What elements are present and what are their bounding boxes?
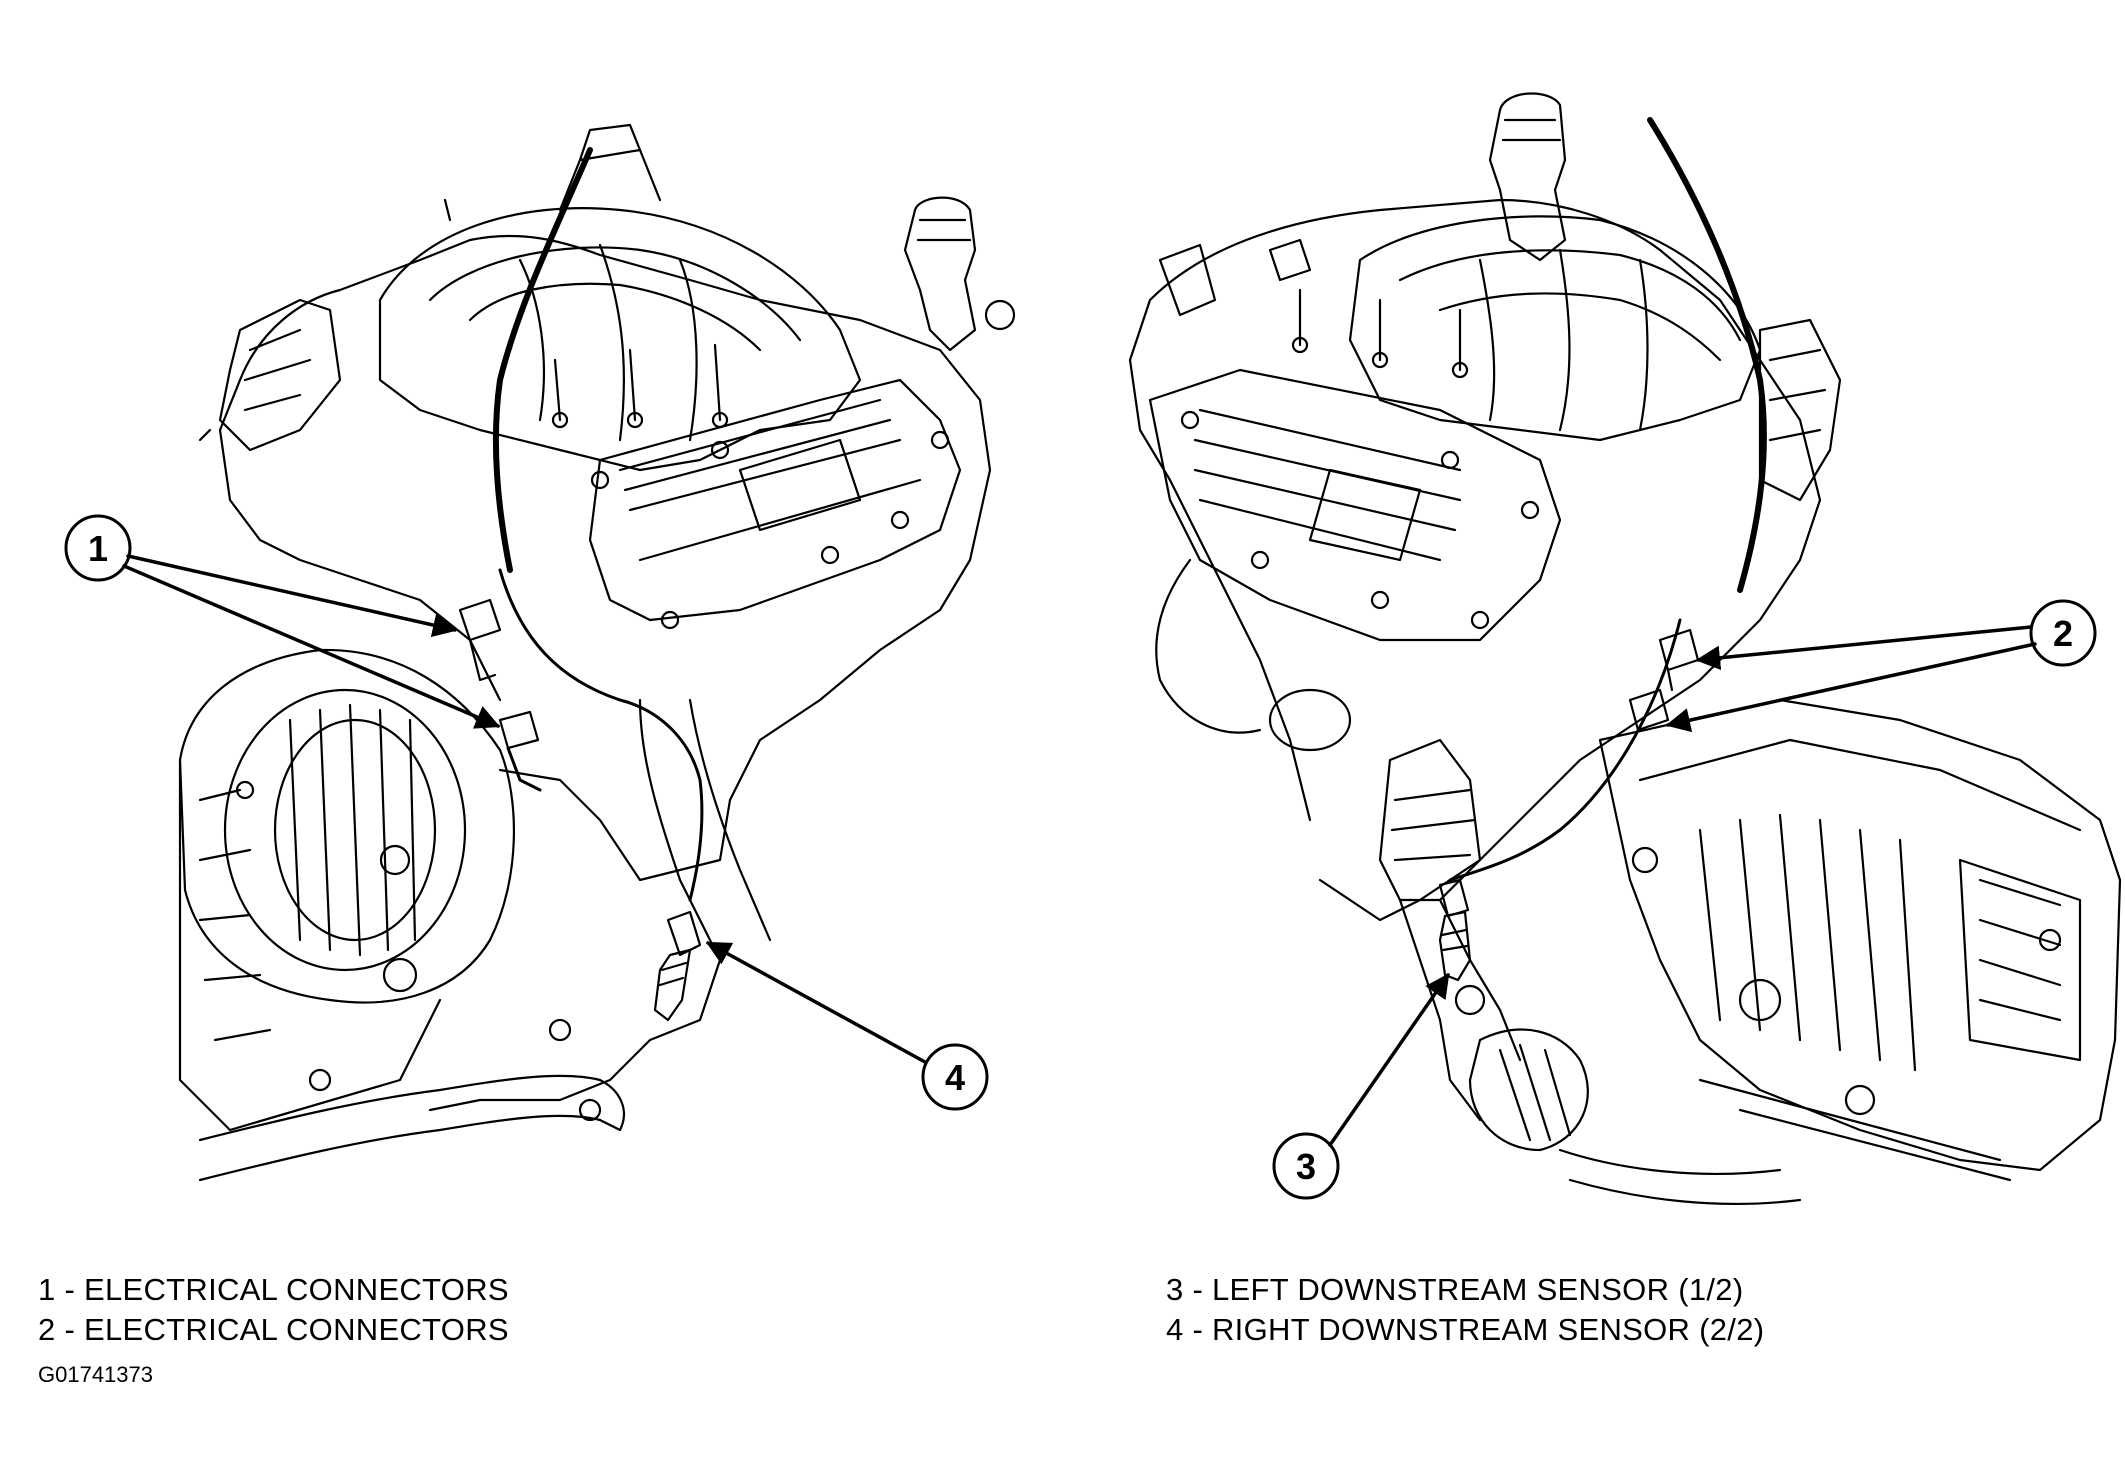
callout-4-label: 4 — [945, 1057, 965, 1098]
callout-2: 2 — [1665, 599, 2097, 733]
callout-3-label: 3 — [1296, 1146, 1316, 1187]
legend-right: 3 - LEFT DOWNSTREAM SENSOR (1/2) 4 - RIG… — [1166, 1270, 1764, 1350]
legend-left: 1 - ELECTRICAL CONNECTORS 2 - ELECTRICAL… — [38, 1270, 509, 1350]
legend-item-1: 1 - ELECTRICAL CONNECTORS — [38, 1272, 509, 1307]
callout-1-label: 1 — [88, 528, 108, 569]
legend-item-2: 2 - ELECTRICAL CONNECTORS — [38, 1312, 509, 1347]
callout-2-label: 2 — [2053, 613, 2073, 654]
callout-4: 4 — [705, 941, 989, 1111]
figure-id: G01741373 — [38, 1362, 153, 1387]
right-engine-illustration — [1128, 92, 2122, 1206]
left-engine-illustration — [178, 123, 1016, 1182]
callout-1: 1 — [64, 514, 501, 729]
callout-3: 3 — [1272, 972, 1450, 1200]
legend-item-3: 3 - LEFT DOWNSTREAM SENSOR (1/2) — [1166, 1272, 1744, 1307]
legend-item-4: 4 - RIGHT DOWNSTREAM SENSOR (2/2) — [1166, 1312, 1765, 1347]
